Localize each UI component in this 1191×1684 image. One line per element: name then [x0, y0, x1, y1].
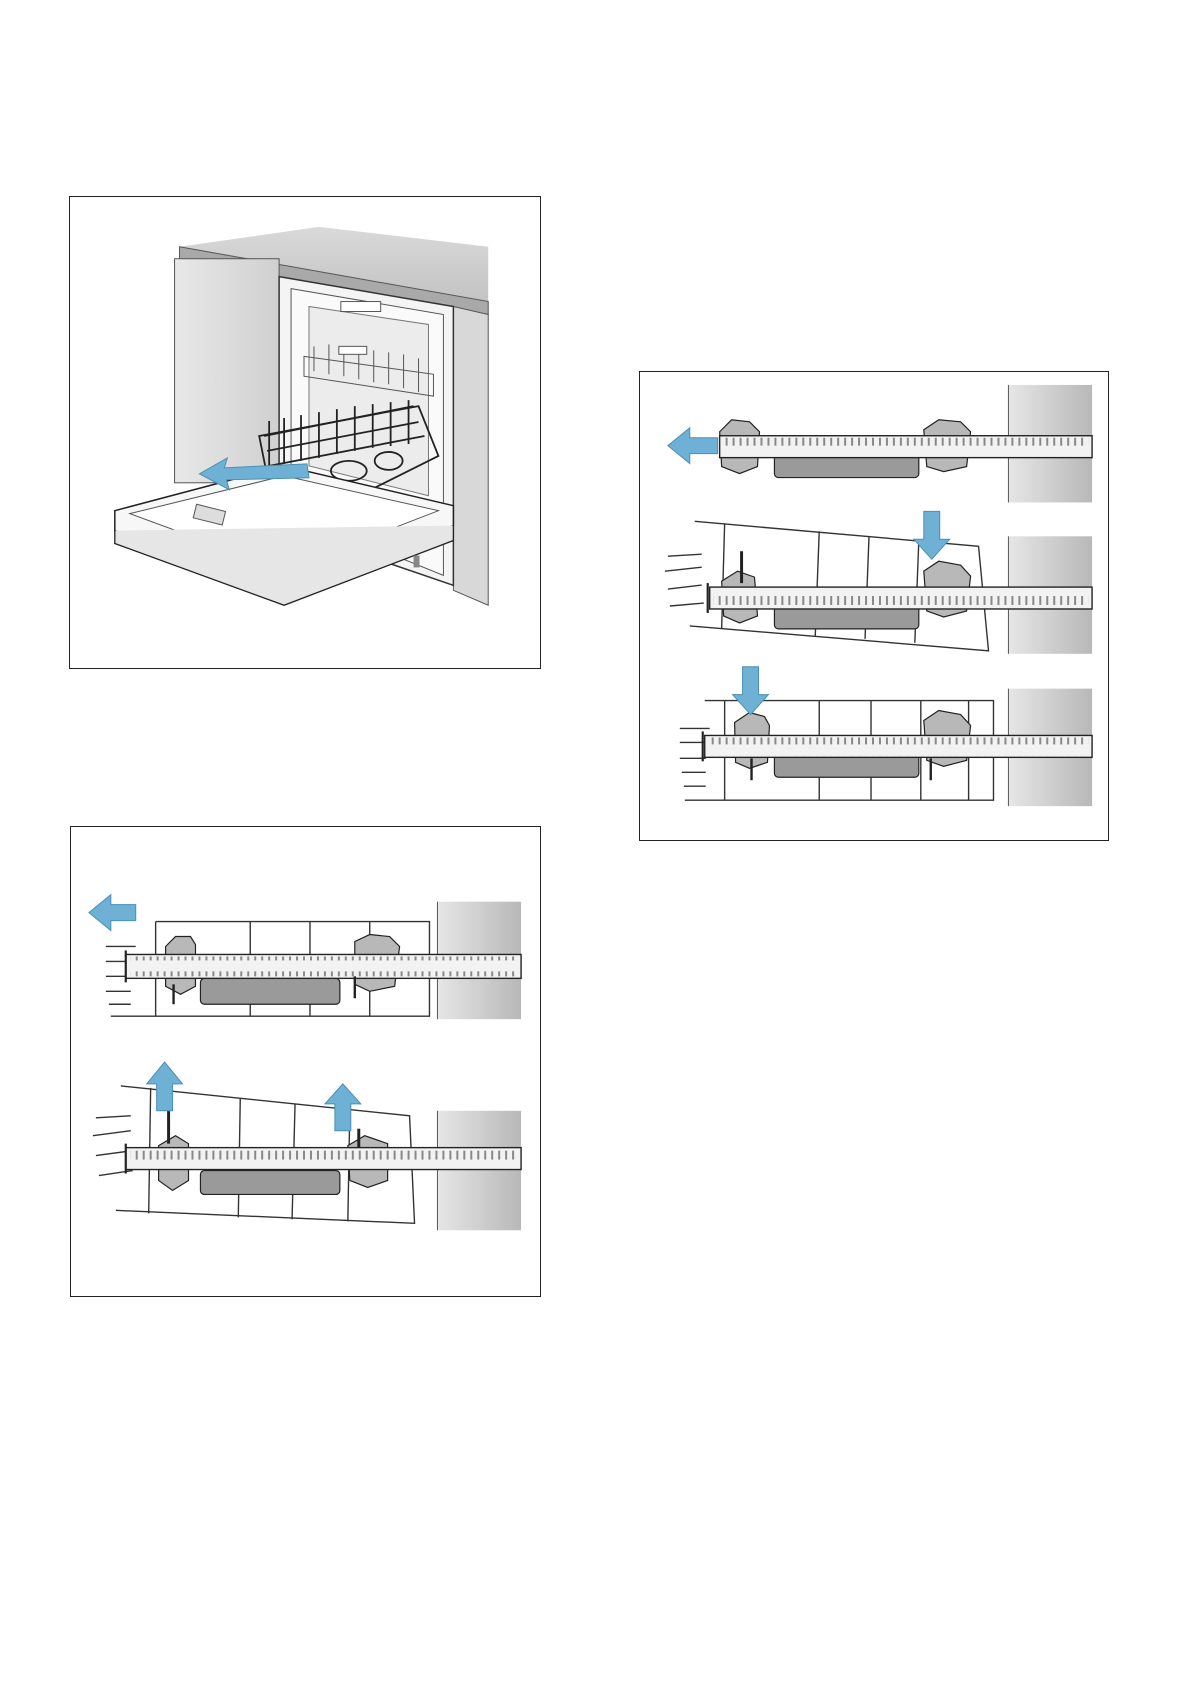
removal-panel-2 — [93, 1062, 521, 1230]
rack-removal-illustration — [71, 827, 540, 1296]
dishwasher-figure — [69, 196, 541, 669]
roller-housing — [200, 978, 339, 1004]
rack-removal-figure — [70, 826, 541, 1297]
insertion-panel-1 — [668, 385, 1092, 502]
dishwasher-illustration — [70, 197, 540, 668]
right-cabinet — [453, 307, 488, 606]
pull-left-arrow-icon — [668, 428, 718, 464]
press-down-arrow-icon — [914, 511, 950, 559]
insertion-panel-3 — [680, 667, 1092, 806]
lift-up-arrow-icon — [147, 1062, 183, 1111]
removal-panel-1 — [89, 895, 521, 1019]
insertion-panel-2 — [665, 511, 1092, 653]
roller-housing — [200, 1171, 339, 1195]
pull-left-arrow-icon — [89, 895, 136, 931]
rack-insertion-figure — [639, 371, 1109, 841]
press-down-arrow-icon — [733, 667, 769, 715]
rack-insertion-illustration — [640, 372, 1108, 840]
left-cabinet — [175, 259, 280, 483]
